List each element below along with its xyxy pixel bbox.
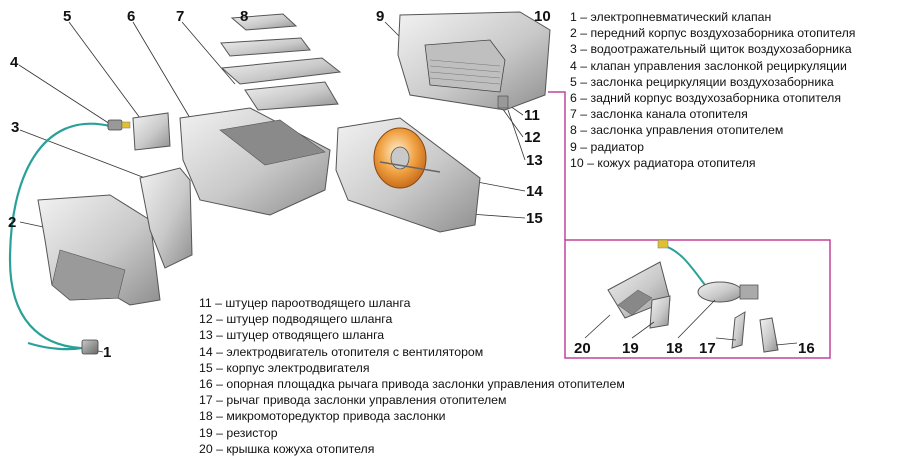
callout-5: 5 bbox=[63, 8, 71, 25]
legend-item: 14 – электродвигатель отопителя с вентил… bbox=[199, 344, 484, 359]
callout-9: 9 bbox=[376, 8, 384, 25]
actuator-connector bbox=[657, 239, 669, 249]
front-intake-housing-shadow bbox=[51, 249, 126, 301]
legend-item: 13 – штуцер отводящего шланга bbox=[199, 328, 385, 343]
legend-parts-11-20: 11 – штуцер пароотводящего шланга 12 – ш… bbox=[199, 295, 625, 457]
inset-connector-line bbox=[548, 91, 566, 240]
fan-hub bbox=[390, 146, 410, 170]
lever-support-pad bbox=[759, 317, 779, 353]
callout-14: 14 bbox=[526, 183, 543, 200]
legend-item: 1 – электропневматический клапан bbox=[570, 10, 772, 24]
legend-item: 18 – микромоторедуктор привода заслонки bbox=[199, 409, 446, 424]
legend-item: 20 – крышка кожуха отопителя bbox=[199, 441, 375, 456]
legend-item: 3 – водоотражательный щиток воздухозабор… bbox=[570, 42, 852, 57]
callout-19: 19 bbox=[622, 340, 639, 357]
inset-frame bbox=[564, 239, 831, 359]
legend-item: 12 – штуцер подводящего шланга bbox=[199, 312, 393, 327]
legend-item: 17 – рычаг привода заслонки управления о… bbox=[199, 393, 507, 408]
legend-item: 7 – заслонка канала отопителя bbox=[570, 107, 748, 122]
legend-item: 5 – заслонка рециркуляции воздухозаборни… bbox=[570, 74, 834, 89]
callout-6: 6 bbox=[127, 8, 135, 25]
callout-7: 7 bbox=[176, 8, 184, 25]
water-deflector-shield bbox=[139, 167, 193, 269]
callout-20: 20 bbox=[574, 340, 591, 357]
legend-item: 15 – корпус электродвигателя bbox=[199, 360, 370, 375]
callout-8: 8 bbox=[240, 8, 248, 25]
callout-3: 3 bbox=[11, 119, 19, 136]
callout-15: 15 bbox=[526, 210, 543, 227]
legend-item: 6 – задний корпус воздухозаборника отопи… bbox=[570, 91, 841, 106]
actuator-wire bbox=[661, 244, 706, 286]
resistor bbox=[649, 295, 671, 329]
legend-item: 4 – клапан управления заслонкой рециркул… bbox=[570, 58, 847, 73]
callout-4: 4 bbox=[10, 54, 19, 71]
legend-item: 10 – кожух радиатора отопителя bbox=[570, 155, 756, 170]
inset-leader-lines bbox=[584, 299, 798, 346]
legend-item: 19 – резистор bbox=[199, 425, 278, 440]
callout-13: 13 bbox=[526, 152, 543, 169]
callout-11: 11 bbox=[524, 107, 540, 124]
radiator-fins bbox=[429, 59, 501, 85]
flap-lever bbox=[731, 311, 746, 349]
legend-item: 16 – опорная площадка рычага привода зас… bbox=[199, 377, 625, 392]
legend-item: 8 – заслонка управления отопителем bbox=[570, 123, 784, 138]
callout-16: 16 bbox=[798, 340, 815, 357]
hose-fittings bbox=[497, 95, 509, 109]
rear-intake-housing-opening bbox=[219, 119, 326, 166]
callout-1: 1 bbox=[103, 344, 111, 361]
callout-2: 2 bbox=[8, 214, 16, 231]
callout-18: 18 bbox=[666, 340, 683, 357]
callout-10: 10 bbox=[534, 8, 551, 25]
radiator-core bbox=[424, 39, 506, 93]
callout-12: 12 bbox=[524, 129, 541, 146]
heater-flaps bbox=[220, 13, 342, 111]
electropneumatic-valve-hose bbox=[8, 119, 131, 355]
recirculation-flap bbox=[132, 112, 171, 151]
legend-item: 2 – передний корпус воздухозаборника ото… bbox=[570, 26, 856, 41]
legend-item: 9 – радиатор bbox=[570, 139, 644, 154]
callout-17: 17 bbox=[699, 340, 716, 357]
motor-shaft bbox=[379, 161, 441, 173]
legend-parts-1-10: 1 – электропневматический клапан 2 – пер… bbox=[570, 9, 855, 171]
legend-item: 11 – штуцер пароотводящего шланга bbox=[199, 296, 411, 310]
gearmotor-actuator bbox=[697, 281, 759, 303]
